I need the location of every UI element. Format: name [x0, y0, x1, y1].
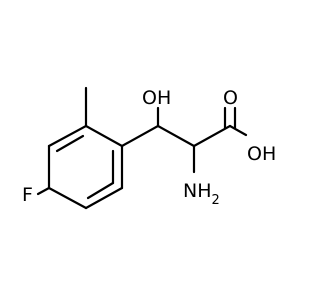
ring-bond-1 [84, 124, 124, 148]
hydroxyl-label: OH [142, 87, 171, 109]
amine-subscript: 2 [212, 193, 220, 208]
ring-double-bond-2 [86, 181, 115, 200]
acid-oh-bond [228, 124, 248, 137]
acid-hydroxyl-label: OH [247, 143, 276, 165]
amine-text: NH [183, 180, 212, 202]
ring-bond-5 [84, 186, 124, 210]
molecule-structure: F OH O OH NH2 [22, 86, 276, 210]
ring-bond-2 [47, 124, 88, 148]
carbonyl-oxygen-label: O [223, 87, 238, 109]
carbinol-to-alpha-bond [156, 124, 196, 148]
ring-bond-4 [47, 186, 88, 210]
benzene-ring [47, 124, 124, 210]
ring-to-carbinol-bond [120, 124, 160, 148]
ring-double-bond-1 [55, 134, 85, 153]
amine-label: NH2 [183, 180, 220, 208]
alpha-to-carboxyl-bond [192, 124, 232, 148]
fluorine-bond [36, 186, 51, 196]
fluorine-label: F [22, 184, 33, 206]
